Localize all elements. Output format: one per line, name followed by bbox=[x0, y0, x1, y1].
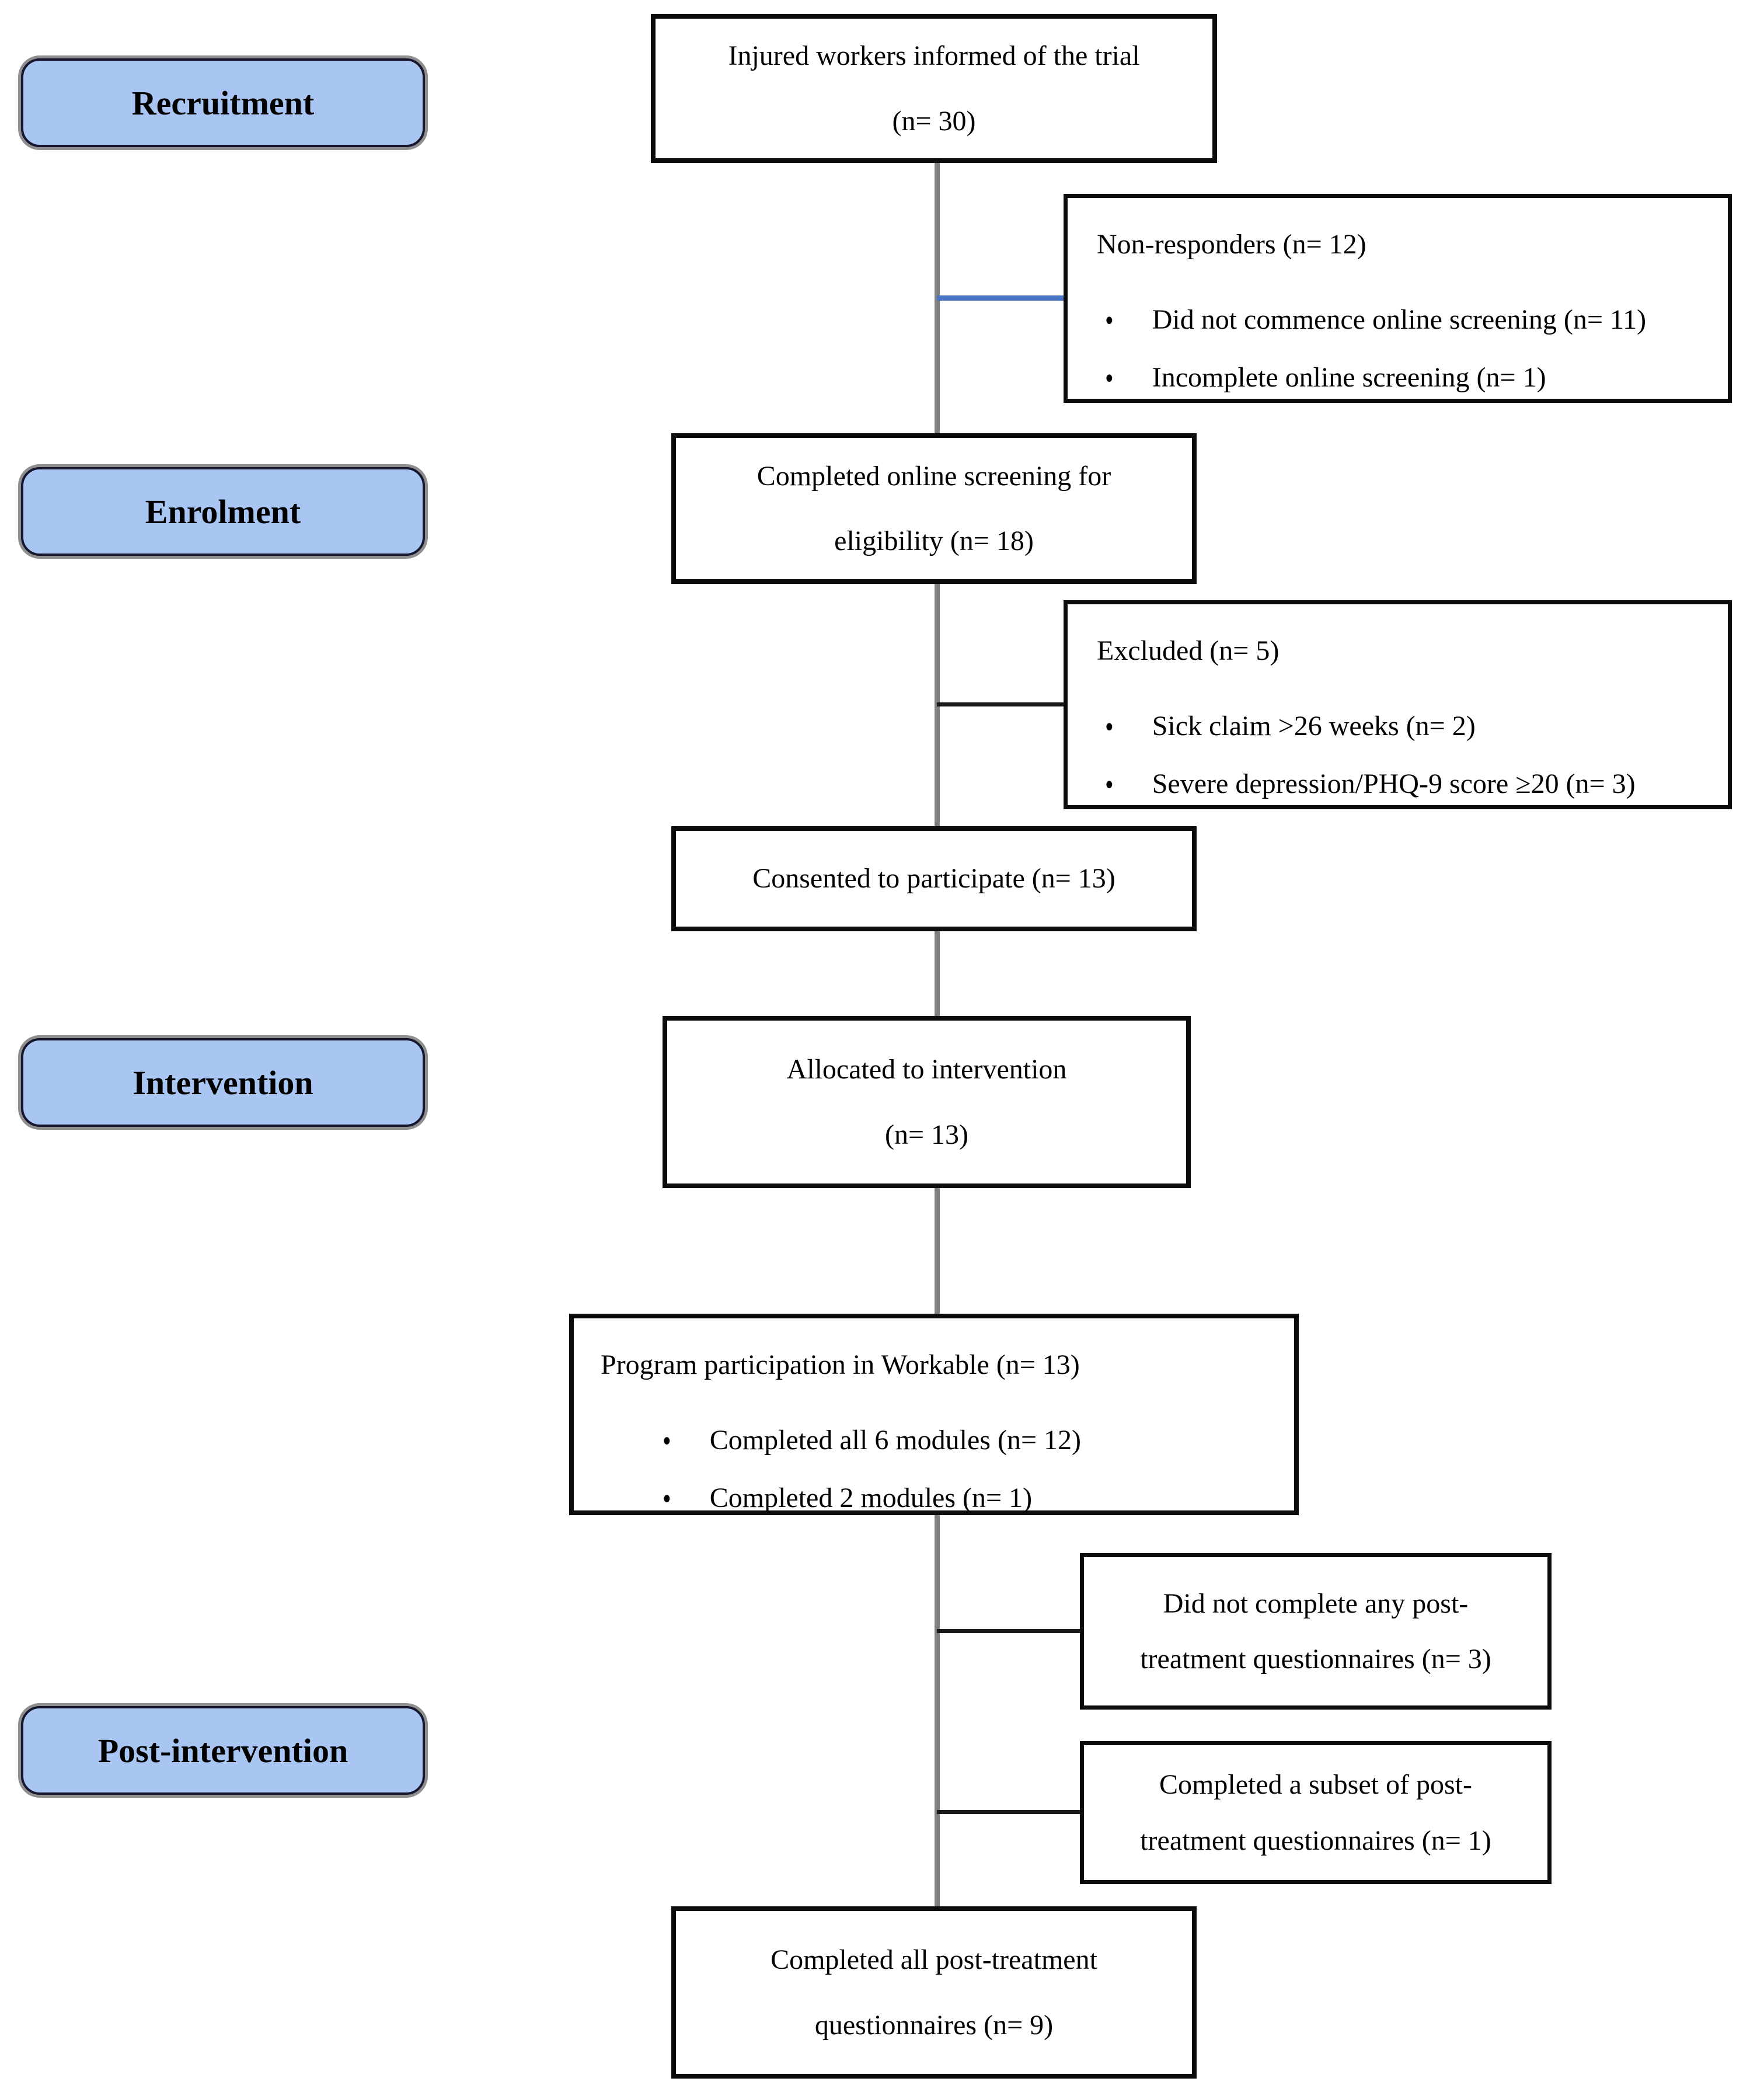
side-box-text-line2: treatment questionnaires (n= 1) bbox=[1140, 1825, 1491, 1856]
list-item-text: Sick claim >26 weeks (n= 2) bbox=[1152, 711, 1476, 742]
list-item: • Completed 2 modules (n= 1) bbox=[663, 1482, 1294, 1517]
flow-box-text-line2: questionnaires (n= 9) bbox=[814, 2009, 1054, 2041]
flow-box-text-line1: Completed online screening for bbox=[757, 460, 1111, 492]
flow-box-screening: Completed online screening for eligibili… bbox=[671, 433, 1197, 584]
bullet-icon: • bbox=[1105, 304, 1114, 338]
bullet-icon: • bbox=[663, 1482, 671, 1517]
bullet-icon: • bbox=[663, 1425, 671, 1459]
flow-box-allocated: Allocated to intervention (n= 13) bbox=[663, 1016, 1191, 1188]
side-box-non-responders: Non-responders (n= 12) • Did not commenc… bbox=[1064, 194, 1732, 403]
flow-box-text-line1: Injured workers informed of the trial bbox=[728, 40, 1140, 72]
side-box-title: Excluded (n= 5) bbox=[1097, 635, 1280, 666]
stage-label-post-intervention: Post-intervention bbox=[21, 1706, 425, 1795]
flow-box-completed-all: Completed all post-treatment questionnai… bbox=[671, 1906, 1197, 2079]
flow-box-text: Consented to participate (n= 13) bbox=[752, 863, 1115, 894]
bullet-icon: • bbox=[1105, 711, 1114, 744]
list-item: • Severe depression/PHQ-9 score ≥20 (n= … bbox=[1105, 768, 1728, 803]
list-item-text: Completed all 6 modules (n= 12) bbox=[709, 1425, 1082, 1456]
flow-box-informed: Injured workers informed of the trial (n… bbox=[651, 14, 1217, 163]
stage-label-text: Post-intervention bbox=[97, 1731, 348, 1770]
flow-box-participation: Program participation in Workable (n= 13… bbox=[569, 1314, 1299, 1517]
connector-non-responders bbox=[937, 295, 1064, 301]
flow-box-title: Program participation in Workable (n= 13… bbox=[601, 1349, 1080, 1380]
side-box-text-line2: treatment questionnaires (n= 3) bbox=[1140, 1644, 1491, 1675]
side-box-no-post: Did not complete any post- treatment que… bbox=[1080, 1553, 1552, 1710]
side-box-text-line1: Did not complete any post- bbox=[1163, 1588, 1469, 1619]
list-item-text: Completed 2 modules (n= 1) bbox=[709, 1482, 1033, 1514]
bullet-icon: • bbox=[1105, 768, 1114, 803]
stage-label-recruitment: Recruitment bbox=[21, 58, 425, 147]
list-item: • Completed all 6 modules (n= 12) bbox=[663, 1424, 1294, 1459]
stage-label-intervention: Intervention bbox=[21, 1038, 425, 1127]
connector-subset-post bbox=[937, 1810, 1080, 1814]
stage-label-text: Recruitment bbox=[131, 83, 315, 122]
stage-label-enrolment: Enrolment bbox=[21, 467, 425, 556]
connector-no-post bbox=[937, 1629, 1080, 1633]
flow-box-text-line2: eligibility (n= 18) bbox=[834, 525, 1034, 556]
side-box-subset-post: Completed a subset of post- treatment qu… bbox=[1080, 1741, 1552, 1884]
connector-trunk-4 bbox=[935, 1188, 940, 1314]
list-item-text: Incomplete online screening (n= 1) bbox=[1152, 362, 1546, 394]
list-item: • Incomplete online screening (n= 1) bbox=[1105, 361, 1728, 396]
bullet-icon: • bbox=[1105, 362, 1114, 396]
connector-excluded bbox=[937, 702, 1064, 706]
side-box-title: Non-responders (n= 12) bbox=[1097, 229, 1366, 260]
stage-label-text: Intervention bbox=[133, 1063, 313, 1102]
flow-box-consented: Consented to participate (n= 13) bbox=[671, 826, 1197, 931]
connector-trunk-5 bbox=[935, 1515, 940, 1906]
flow-box-text-line2: (n= 30) bbox=[892, 105, 976, 137]
side-box-text-line1: Completed a subset of post- bbox=[1159, 1769, 1472, 1801]
flow-box-text-line1: Completed all post-treatment bbox=[771, 1944, 1097, 1976]
stage-label-text: Enrolment bbox=[145, 492, 301, 531]
flow-box-text-line1: Allocated to intervention bbox=[786, 1054, 1067, 1085]
list-item-text: Did not commence online screening (n= 11… bbox=[1152, 304, 1647, 336]
connector-trunk-3 bbox=[935, 931, 940, 1016]
flow-box-text-line2: (n= 13) bbox=[884, 1119, 969, 1150]
list-item: • Sick claim >26 weeks (n= 2) bbox=[1105, 710, 1728, 744]
list-item-text: Severe depression/PHQ-9 score ≥20 (n= 3) bbox=[1152, 768, 1636, 800]
list-item: • Did not commence online screening (n= … bbox=[1105, 304, 1728, 338]
side-box-excluded: Excluded (n= 5) • Sick claim >26 weeks (… bbox=[1064, 600, 1732, 809]
